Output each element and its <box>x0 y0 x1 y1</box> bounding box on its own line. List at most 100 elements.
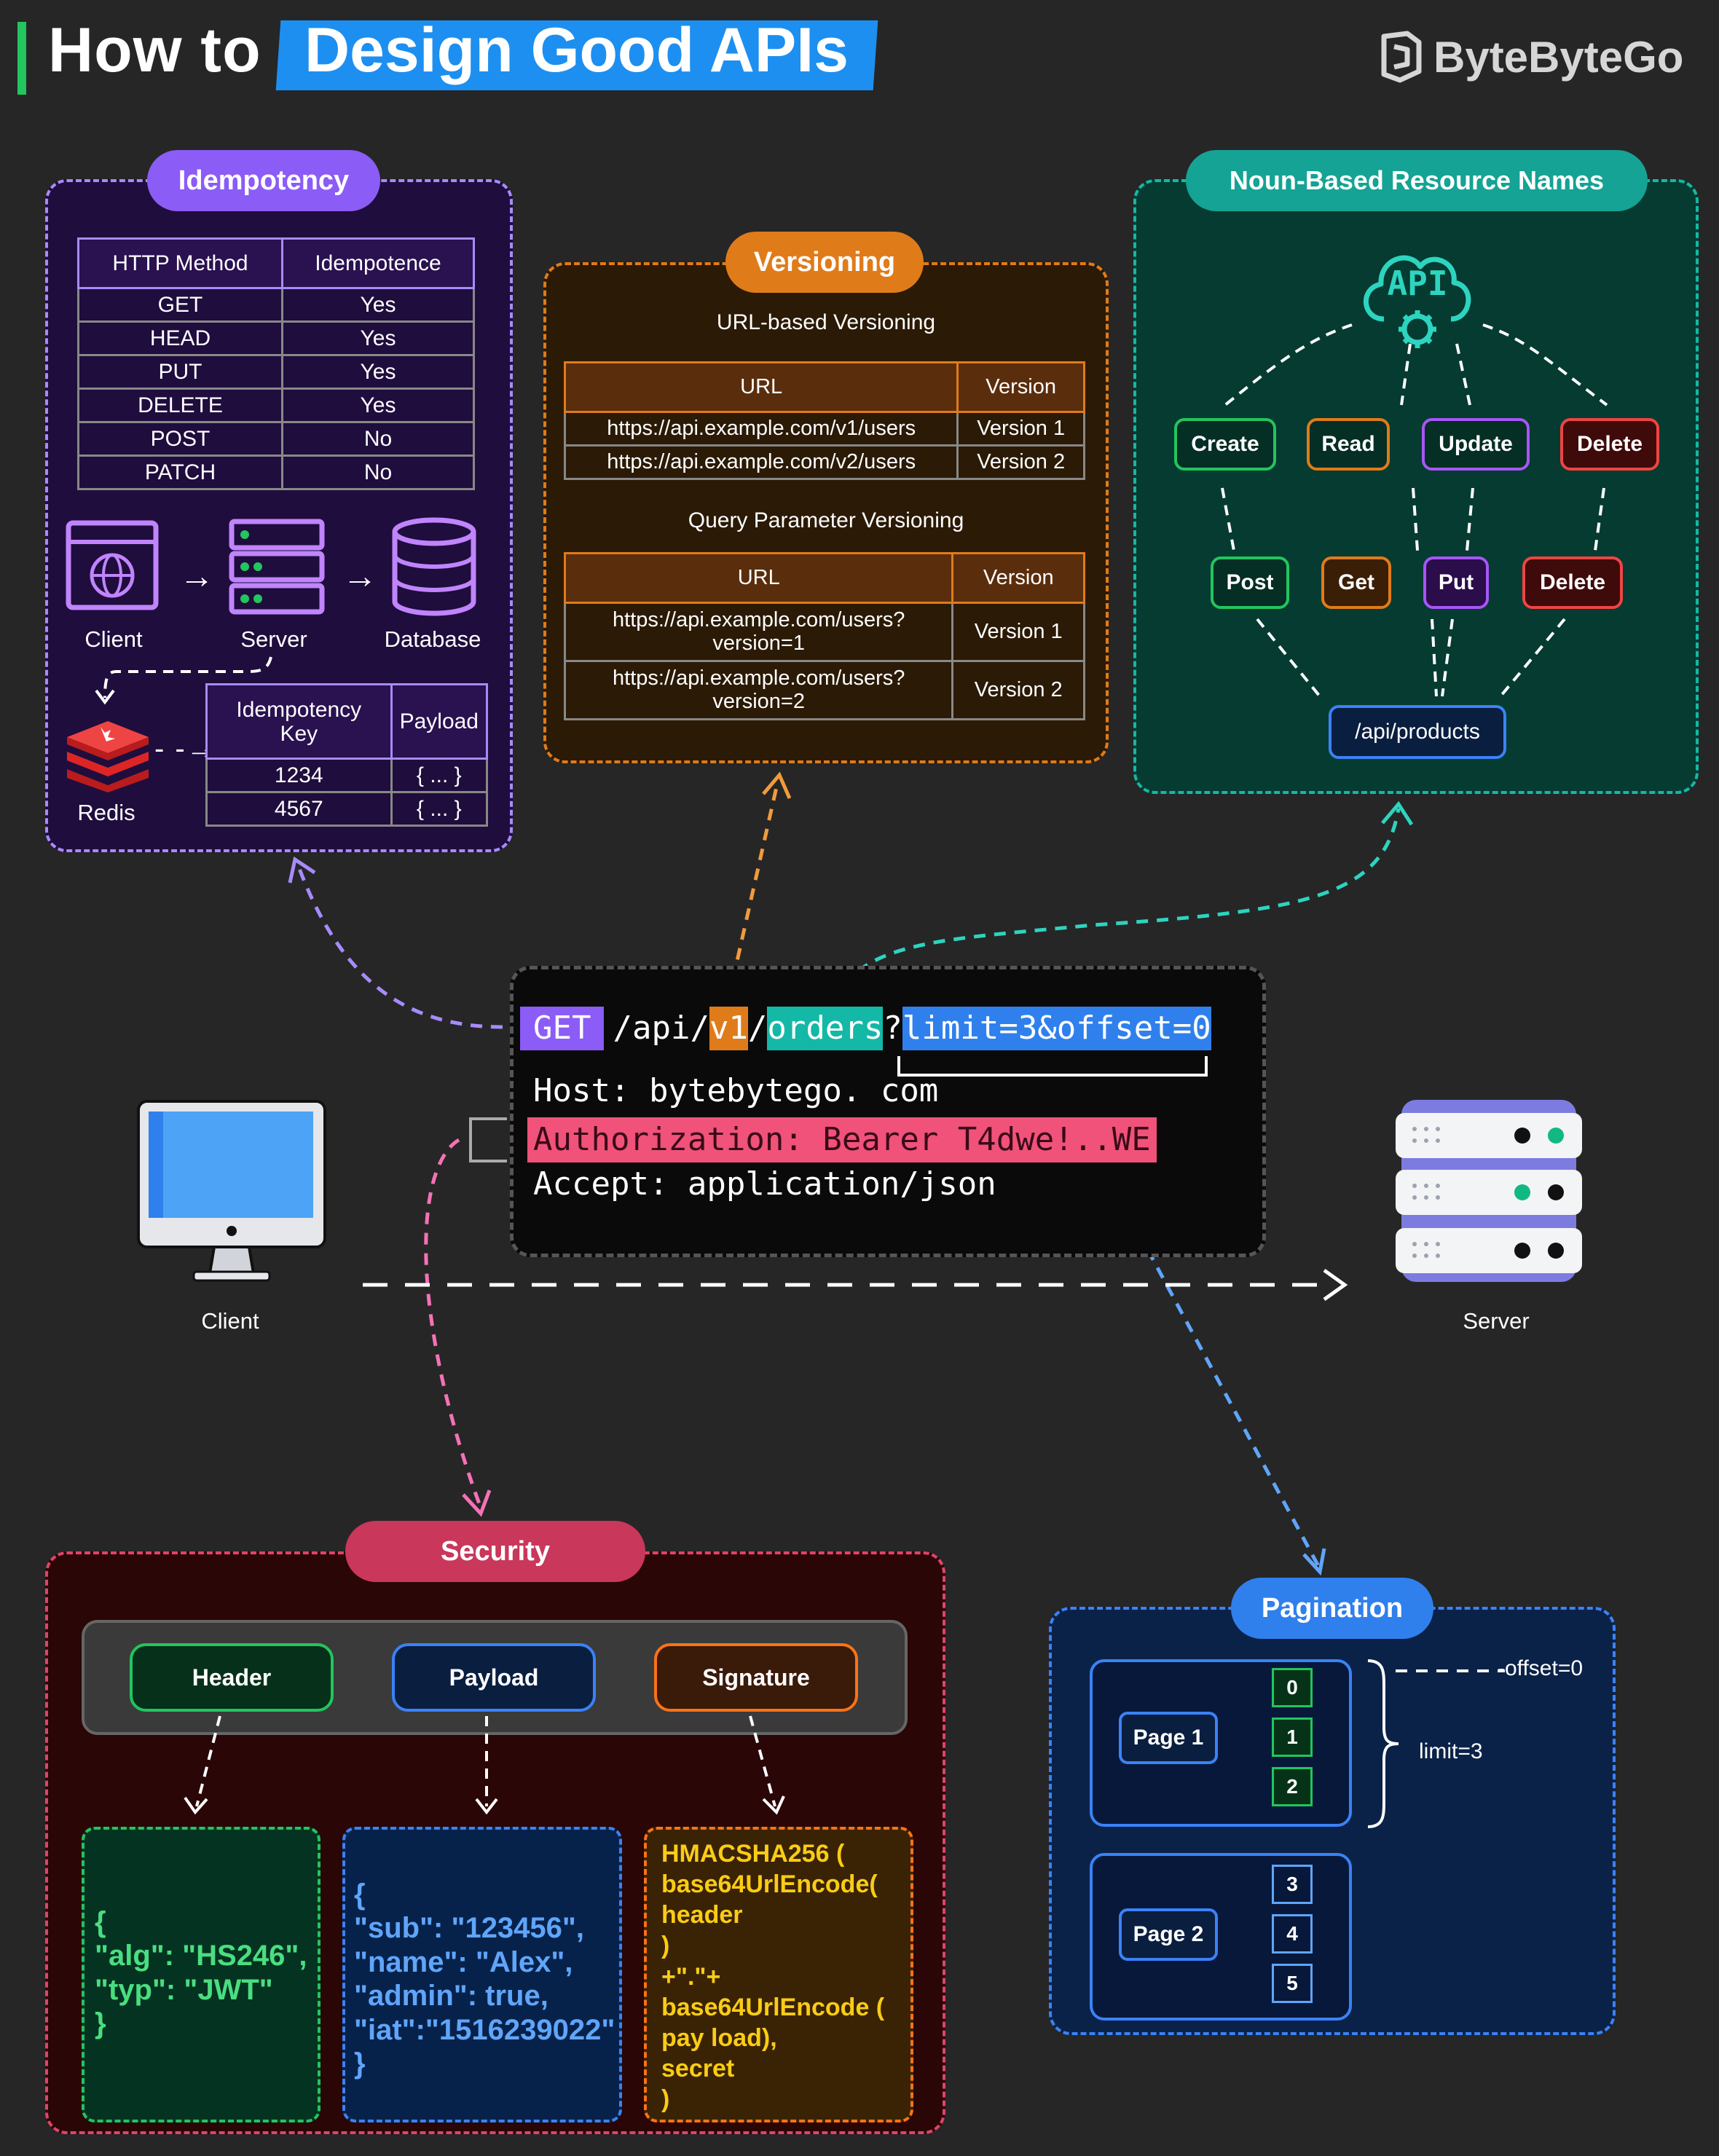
method-cell: PATCH <box>76 455 284 490</box>
request-qmark: ? <box>883 1010 902 1047</box>
method-put: Put <box>1423 556 1489 609</box>
request-query: limit=3&offset=0 <box>902 1007 1211 1050</box>
value-cell: Yes <box>281 354 475 390</box>
page-item: 0 <box>1272 1668 1313 1707</box>
api-label: API <box>1387 264 1448 303</box>
title-part-2: Design Good APIs <box>304 15 849 85</box>
page-2-label: Page 2 <box>1119 1908 1218 1961</box>
jwt-signature-part: Signature <box>654 1643 858 1712</box>
action-read: Read <box>1307 418 1390 471</box>
jwt-header-json: { "alg": "HS246", "typ": "JWT" } <box>82 1827 320 2122</box>
resource-names-heading: Noun-Based Resource Names <box>1186 150 1648 211</box>
request-line: GET/api/v1/orders?limit=3&offset=0 <box>520 1007 1211 1050</box>
version-cell: Version 2 <box>956 444 1085 480</box>
key-cell: 4567 <box>205 791 393 827</box>
request-slash: / <box>747 1010 768 1047</box>
dashed-arrow-icon: - -→ <box>154 733 217 765</box>
security-heading: Security <box>345 1521 645 1582</box>
query-versioning-table: URL Version https://api.example.com/user… <box>563 552 1085 720</box>
arrow-to-versioning <box>726 780 780 1000</box>
value-cell: Yes <box>281 387 475 423</box>
idem-client-label: Client <box>84 626 143 652</box>
request-path-prefix: /api/ <box>613 1010 709 1047</box>
jwt-header-part: Header <box>130 1643 334 1712</box>
arrow-right-icon: → <box>179 557 214 596</box>
url-versioning-title: URL-based Versioning <box>716 310 936 334</box>
value-cell: No <box>281 421 475 457</box>
idem-server-label: Server <box>240 626 307 652</box>
auth-bracket <box>469 1117 507 1162</box>
method-cell: HEAD <box>76 320 284 356</box>
col-idempotency-key: Idempotency Key <box>205 683 393 760</box>
title-part-1: How to <box>48 15 261 85</box>
query-versioning-title: Query Parameter Versioning <box>688 508 964 532</box>
version-cell: Version 1 <box>956 411 1085 446</box>
value-cell: No <box>281 455 475 490</box>
page-1-label: Page 1 <box>1119 1712 1218 1764</box>
browser-window-icon <box>66 520 159 610</box>
limit-brace <box>1367 1659 1505 1828</box>
payload-cell: { ... } <box>390 758 489 793</box>
arrow-to-idempotency <box>296 866 503 1029</box>
page-item: 2 <box>1272 1767 1313 1806</box>
url-cell: https://api.example.com/v1/users <box>563 411 959 446</box>
page-item: 5 <box>1272 1964 1313 2003</box>
idempotency-key-table: Idempotency Key Payload 1234{ ... } 4567… <box>205 683 489 827</box>
col-url: URL <box>563 361 959 413</box>
col-idempotence: Idempotence <box>281 237 475 289</box>
payload-cell: { ... } <box>390 791 489 827</box>
method-delete: Delete <box>1522 556 1623 609</box>
idempotency-heading: Idempotency <box>147 150 380 211</box>
server-stack-icon <box>1396 1100 1582 1282</box>
versioning-heading: Versioning <box>725 232 924 293</box>
method-cell: POST <box>76 421 284 457</box>
version-cell: Version 2 <box>951 660 1085 720</box>
action-update: Update <box>1422 418 1530 471</box>
limit-label: limit=3 <box>1419 1739 1483 1763</box>
resource-tree-connectors <box>1221 323 1608 698</box>
url-cell: https://api.example.com/users? version=2 <box>563 660 954 720</box>
request-version: v1 <box>709 1007 748 1050</box>
method-cell: GET <box>76 287 284 323</box>
method-post: Post <box>1211 556 1289 609</box>
jwt-payload-part: Payload <box>392 1643 596 1712</box>
method-cell: DELETE <box>76 387 284 423</box>
url-versioning-table: URL Version https://api.example.com/v1/u… <box>563 361 1085 480</box>
arrow-right-icon: → <box>342 557 377 596</box>
col-url: URL <box>563 552 954 604</box>
title-accent-bar <box>17 22 26 95</box>
offset-label: -offset=0 <box>1498 1656 1584 1680</box>
col-payload: Payload <box>390 683 489 760</box>
redis-label: Redis <box>77 800 135 825</box>
database-icon <box>392 517 476 616</box>
api-cloud-gear-icon <box>1363 255 1471 348</box>
col-version: Version <box>956 361 1085 413</box>
pagination-heading: Pagination <box>1231 1578 1433 1639</box>
server-to-redis-connector <box>95 656 272 705</box>
idem-database-label: Database <box>384 626 481 652</box>
server-label: Server <box>1463 1308 1530 1334</box>
page-item: 4 <box>1272 1914 1313 1954</box>
jwt-payload-json: { "sub": "123456", "name": "Alex", "admi… <box>342 1827 622 2122</box>
request-accept: Accept: application/json <box>533 1165 996 1203</box>
method-cell: PUT <box>76 354 284 390</box>
request-resource: orders <box>767 1007 884 1050</box>
client-monitor-icon <box>137 1100 326 1282</box>
url-cell: https://api.example.com/users? version=1 <box>563 602 954 662</box>
request-host: Host: bytebytego. com <box>533 1072 939 1109</box>
page-item: 1 <box>1272 1718 1313 1757</box>
resource-names-section <box>1133 179 1699 794</box>
arrow-to-security <box>424 1138 483 1508</box>
url-cell: https://api.example.com/v2/users <box>563 444 959 480</box>
arrow-to-resources <box>832 808 1401 1004</box>
version-cell: Version 1 <box>951 602 1085 662</box>
query-bracket <box>897 1056 1208 1077</box>
brand-logo: ByteByteGo <box>1378 31 1683 83</box>
request-method: GET <box>520 1007 605 1050</box>
key-cell: 1234 <box>205 758 393 793</box>
request-authorization: Authorization: Bearer T4dwe!..WE <box>527 1117 1157 1162</box>
jwt-connectors <box>184 1715 785 1815</box>
col-http-method: HTTP Method <box>76 237 284 289</box>
